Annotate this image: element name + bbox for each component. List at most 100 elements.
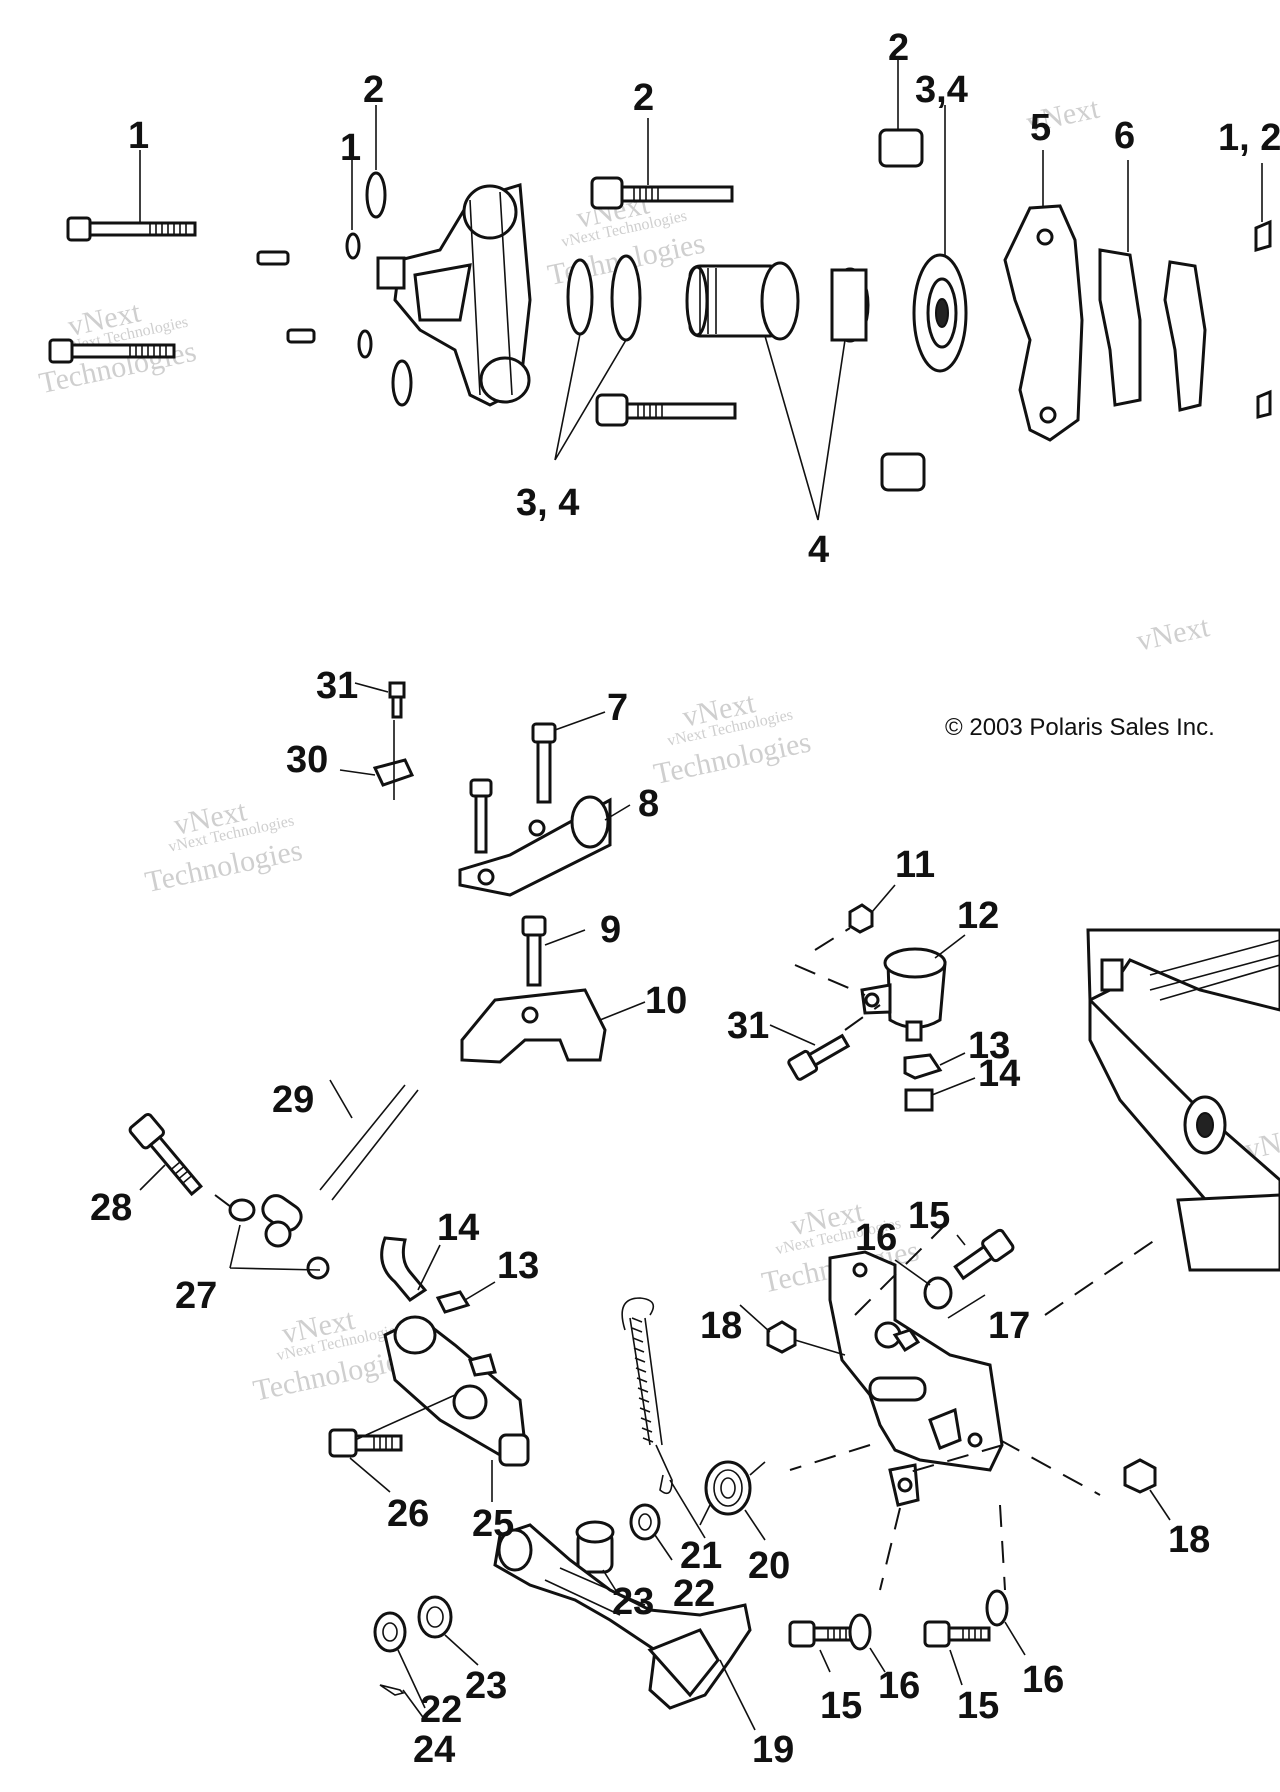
callout-1: 1 [128,115,149,157]
callout-22: 22 [420,1689,462,1731]
callout-28: 28 [90,1187,132,1229]
callout-25: 25 [472,1503,514,1545]
callouts-middle: 31 30 7 8 9 10 11 12 31 13 14 [286,665,1020,1095]
hose-clamp [435,1290,471,1314]
washer [373,1611,407,1653]
bushing [880,452,926,492]
piston [685,261,800,341]
washer [985,1589,1009,1627]
callouts-bottom: 29 28 27 14 13 26 25 18 16 15 17 18 21 2… [90,1079,1210,1771]
callout-11: 11 [895,844,935,886]
caliper-assembly [48,60,1272,521]
pin [388,681,406,699]
callout-16: 16 [855,1217,897,1259]
caliper-bracket [1003,204,1084,442]
callout-29: 29 [272,1079,314,1121]
hose-clamp [903,1053,943,1080]
callout-1: 1 [340,127,361,169]
callout-15: 15 [908,1195,950,1237]
rod-end [261,1194,330,1280]
washer [417,1595,453,1639]
callout-15: 15 [957,1685,999,1727]
callout-31: 31 [727,1005,769,1047]
washer [923,1276,953,1310]
boot [391,359,413,407]
return-spring [621,1297,673,1495]
callout-27: 27 [175,1275,217,1317]
bolt [66,216,197,242]
washer [629,1503,661,1541]
bolt [48,338,176,364]
callout-9: 9 [600,909,621,951]
frame-section [1086,928,1280,1272]
brake-pedal [493,1523,752,1710]
callout-8: 8 [638,783,659,825]
callout-17: 17 [988,1305,1030,1347]
master-cylinder-reservoir [860,947,947,1042]
bushing [575,1520,615,1574]
callout-18: 18 [700,1305,742,1347]
bolt [531,722,557,744]
callout-16: 16 [878,1665,920,1707]
bushing [878,128,924,168]
watermarks: vNext vNext Technologies Technologies vN… [36,92,1280,1408]
hose [380,1236,428,1302]
callout-4: 4 [808,529,829,571]
callouts-top: 1 1 2 2 2 3,4 5 6 1, 2 3, 4 4 [128,27,1280,571]
callout-13: 13 [968,1025,1010,1067]
brake-pad [1098,248,1142,407]
callout-18: 18 [1168,1519,1210,1561]
bolt [788,1620,856,1648]
callout-3-4: 3,4 [915,69,968,111]
pedal-assembly [128,1079,1171,1731]
bleeder-screw [256,250,290,266]
callout-14: 14 [437,1207,479,1249]
callout-14: 14 [978,1053,1020,1095]
bleeder-screw [286,328,316,344]
copyright-notice: © 2003 Polaris Sales Inc. [945,714,1215,741]
callout-30: 30 [286,739,328,781]
callout-2: 2 [363,69,384,111]
callout-16: 16 [1022,1659,1064,1701]
bolt [128,1112,203,1197]
callout-23: 23 [465,1665,507,1707]
caliper-housing [376,183,532,407]
callout-20: 20 [748,1545,790,1587]
callout-10: 10 [645,980,687,1022]
middle-parts [339,681,976,1112]
callout-2: 2 [633,77,654,119]
master-cylinder [383,1315,530,1467]
washer [345,232,361,260]
callout-15: 15 [820,1685,862,1727]
bolt [923,1620,991,1648]
callout-21: 21 [680,1535,722,1577]
bolt [953,1228,1015,1281]
callout-3-4: 3, 4 [516,482,579,524]
callout-2: 2 [888,27,909,69]
bolt [328,1428,403,1458]
brake-pad [1163,260,1207,412]
callout-31: 31 [316,665,358,707]
bolt [787,1033,851,1081]
hose [904,1088,934,1112]
piston-seal [566,258,594,336]
washer [228,1198,256,1222]
callout-5: 5 [1030,107,1051,149]
washer [848,1613,872,1651]
caliper-pin [590,176,734,210]
callout-12: 12 [957,895,999,937]
clamp-lower [460,988,607,1064]
watermark: vNext [1134,610,1213,658]
callout-13: 13 [497,1245,539,1287]
nut [766,1320,797,1354]
boot [365,171,387,219]
nut [1123,1458,1157,1494]
piston-boot [912,253,968,373]
callout-23: 23 [612,1581,654,1623]
mounting-plate [828,1250,1004,1507]
callout-7: 7 [607,687,628,729]
washer [357,329,373,359]
brake-rod [319,1084,419,1201]
piston-cup-body [830,268,868,342]
